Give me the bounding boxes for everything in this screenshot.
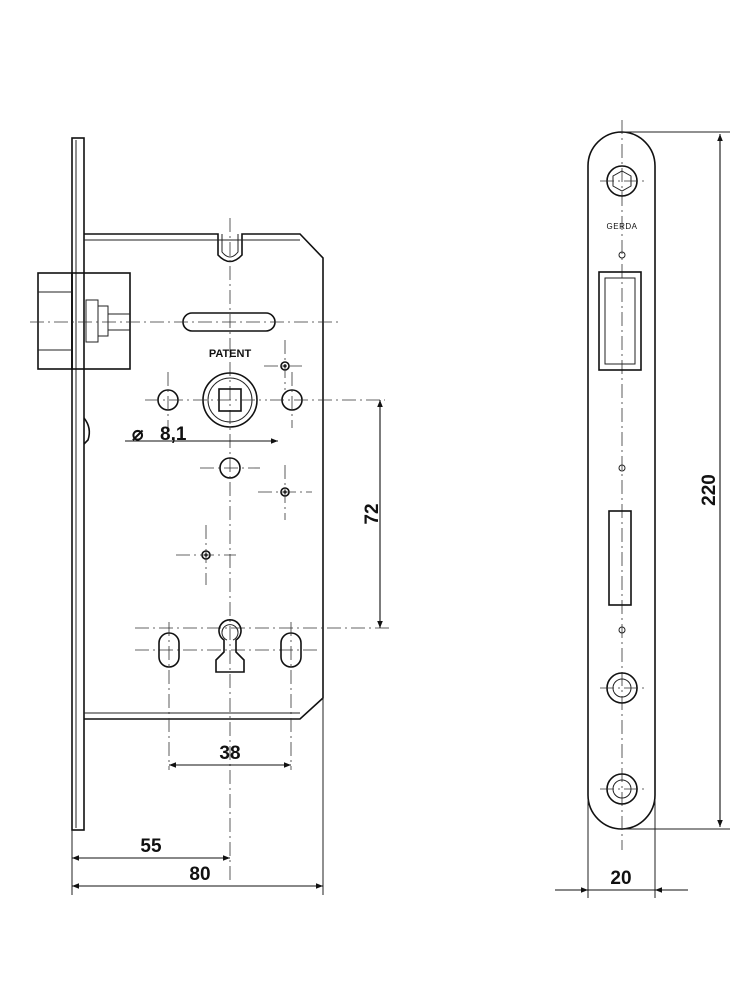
svg-text:8,1: 8,1 [160,424,187,445]
rivet-top-right [264,340,306,390]
oval-hole-left [158,622,180,770]
svg-text:38: 38 [219,743,240,764]
svg-text:220: 220 [699,474,720,506]
case-screw-hole-left [145,372,191,428]
rivet-right [258,465,312,520]
dimension-38: 38 [169,743,291,768]
faceplate-front-view: GERDA 220 [555,120,730,898]
svg-text:80: 80 [189,864,210,885]
dimension-55: 55 [71,830,230,895]
case-hole-center [200,457,260,479]
rivet-left [176,525,236,585]
svg-text:55: 55 [140,836,162,857]
screw-middle [600,672,644,704]
oval-hole-right [280,622,302,770]
svg-text:72: 72 [362,503,383,524]
latch-bolt [37,272,131,370]
latch-opening [598,271,642,371]
dimension-220: 220 [622,131,730,830]
patent-label: PATENT [209,348,252,360]
lock-side-view: PATENT ⌀ 8,1 [30,137,390,895]
case-screw-hole-right [270,372,385,428]
screw-top [600,165,644,197]
dimension-80: 80 [72,698,324,895]
brand-logo: GERDA [607,222,638,231]
lock-case [84,233,324,720]
svg-text:20: 20 [610,868,631,889]
spindle-follower [193,372,267,428]
diameter-icon: ⌀ [132,424,144,445]
faceplate-outline [587,131,656,830]
dimension-20: 20 [555,800,688,898]
diameter-callout: ⌀ 8,1 [125,424,278,445]
screw-bottom [600,773,644,805]
dimension-72: 72 [362,400,383,628]
keyhole [215,619,245,673]
deadbolt-opening [608,510,632,606]
faceplate [71,137,85,831]
